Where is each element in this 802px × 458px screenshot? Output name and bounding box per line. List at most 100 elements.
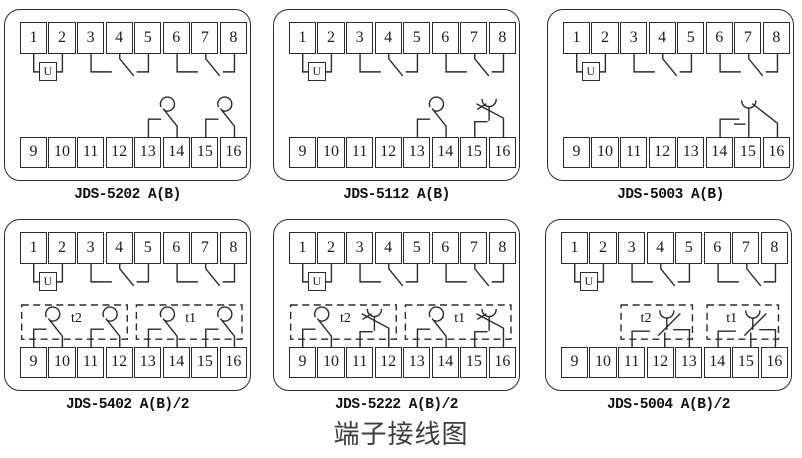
- delay-no-contact-symbol-path: [428, 96, 445, 112]
- terminal-cell: 1: [288, 232, 317, 264]
- terminal-cell: 5: [675, 232, 703, 264]
- terminal-cell: 2: [591, 22, 619, 54]
- terminal-cell: 14: [703, 346, 731, 378]
- changeover-contact-symbol: [90, 263, 150, 287]
- terminal-cell: 12: [105, 346, 133, 378]
- delay-group-label: t2: [339, 311, 351, 326]
- changeover-contact-symbol-path: [474, 53, 490, 77]
- panel-model-label: JDS-5004 A(B)/2: [606, 397, 731, 413]
- terminal-cell: 1: [19, 232, 48, 264]
- terminal-cell: 8: [488, 22, 516, 54]
- delay-cup-contact-symbol: [474, 308, 505, 348]
- changeover-contact-symbol-path: [631, 263, 653, 283]
- terminal-cell: 2: [48, 232, 76, 264]
- terminal-cell: 10: [589, 346, 617, 378]
- delay-no-contact-symbol-path: [102, 306, 118, 322]
- terminal-cell: 1: [19, 22, 48, 54]
- delay-group-box: [135, 304, 243, 340]
- delay-no-contact-symbol-path: [45, 306, 61, 322]
- delay-no-contact-symbol-path: [90, 328, 104, 348]
- wiring-svg: [20, 263, 243, 348]
- terminal-cell: 10: [591, 136, 619, 168]
- terminal-cell: 2: [317, 22, 345, 54]
- terminal-cell: 4: [105, 22, 133, 54]
- changeover-contact-symbol-path: [679, 53, 693, 73]
- delay-changeover-contact-symbol: [631, 310, 691, 348]
- delay-cup-contact-symbol: [474, 98, 505, 138]
- terminal-cell: 6: [703, 232, 731, 264]
- delay-changeover-contact-symbol-path: [717, 330, 736, 348]
- terminal-cell: 9: [288, 346, 317, 378]
- terminal-cell: 5: [134, 22, 162, 54]
- terminal-cell: 10: [48, 346, 76, 378]
- terminal-cell: 5: [403, 232, 431, 264]
- terminal-cell: 16: [488, 346, 516, 378]
- changeover-contact-symbol: [176, 53, 236, 77]
- terminal-cell: 13: [134, 346, 162, 378]
- delay-no-contact-symbol-path: [314, 306, 330, 322]
- terminal-cell: 14: [705, 136, 733, 168]
- terminal-cell: 7: [460, 22, 488, 54]
- delay-no-contact-symbol-path: [162, 318, 178, 348]
- changeover-contact-symbol-path: [763, 263, 777, 283]
- changeover-contact-symbol-path: [90, 53, 112, 73]
- changeover-contact-symbol-path: [405, 263, 419, 283]
- terminal-cell: 9: [19, 346, 48, 378]
- delay-no-contact-symbol: [90, 306, 121, 348]
- terminal-cell: 10: [48, 136, 76, 168]
- delay-group-box: [620, 304, 694, 340]
- terminal-cell: 7: [460, 232, 488, 264]
- terminal-cell: 15: [191, 346, 219, 378]
- terminal-cell: 7: [734, 22, 762, 54]
- wiring-svg: [33, 53, 236, 138]
- changeover-contact-symbol-path: [748, 53, 764, 77]
- terminal-cell: 13: [403, 346, 431, 378]
- changeover-contact-symbol-path: [405, 53, 419, 73]
- u-coil-box: U: [579, 272, 598, 291]
- delay-no-contact-symbol-path: [217, 96, 233, 112]
- wiring-svg: [576, 53, 779, 138]
- terminal-cell: 5: [134, 232, 162, 264]
- delay-no-contact-symbol-path: [47, 318, 64, 348]
- delay-group-box: [20, 304, 128, 340]
- panel-model-label: JDS-5222 A(B)/2: [334, 397, 459, 413]
- terminal-cell: 15: [734, 136, 762, 168]
- u-coil-box: U: [38, 62, 57, 81]
- terminal-cell: 15: [191, 136, 219, 168]
- wiring-svg: [574, 263, 780, 348]
- delay-changeover-contact-symbol-path: [673, 328, 691, 348]
- terminal-cell: 3: [618, 232, 646, 264]
- terminal-cell: 3: [346, 22, 374, 54]
- changeover-contact-symbol-path: [717, 263, 739, 283]
- changeover-contact-symbol-path: [119, 53, 135, 77]
- changeover-contact-symbol-path: [205, 53, 221, 77]
- changeover-contact-symbol: [359, 263, 419, 287]
- u-coil-box: U: [581, 62, 600, 81]
- changeover-contact-symbol-path: [359, 53, 381, 73]
- terminal-cell: 7: [191, 232, 219, 264]
- terminal-cell: 2: [317, 232, 345, 264]
- delay-changeover-contact-symbol-path: [751, 103, 779, 138]
- changeover-contact-symbol-path: [388, 53, 404, 77]
- changeover-contact-symbol-path: [474, 263, 490, 287]
- changeover-contact-symbol-path: [491, 53, 505, 73]
- changeover-contact-symbol-path: [176, 263, 198, 283]
- terminal-cell: 10: [317, 136, 345, 168]
- changeover-contact-symbol-path: [746, 263, 762, 287]
- delay-no-contact-symbol-path: [33, 328, 47, 348]
- terminal-cell: 12: [648, 136, 676, 168]
- terminal-cell: 16: [760, 346, 788, 378]
- terminal-cell: 4: [374, 22, 402, 54]
- delay-no-contact-symbol-path: [159, 306, 176, 322]
- delay-changeover-contact-symbol-path: [759, 328, 777, 348]
- changeover-contact-symbol-path: [90, 263, 112, 283]
- changeover-contact-symbol: [717, 263, 777, 287]
- delay-changeover-contact-symbol: [719, 100, 779, 138]
- delay-cup-contact-symbol-path: [474, 120, 488, 138]
- terminal-cell: 4: [648, 22, 676, 54]
